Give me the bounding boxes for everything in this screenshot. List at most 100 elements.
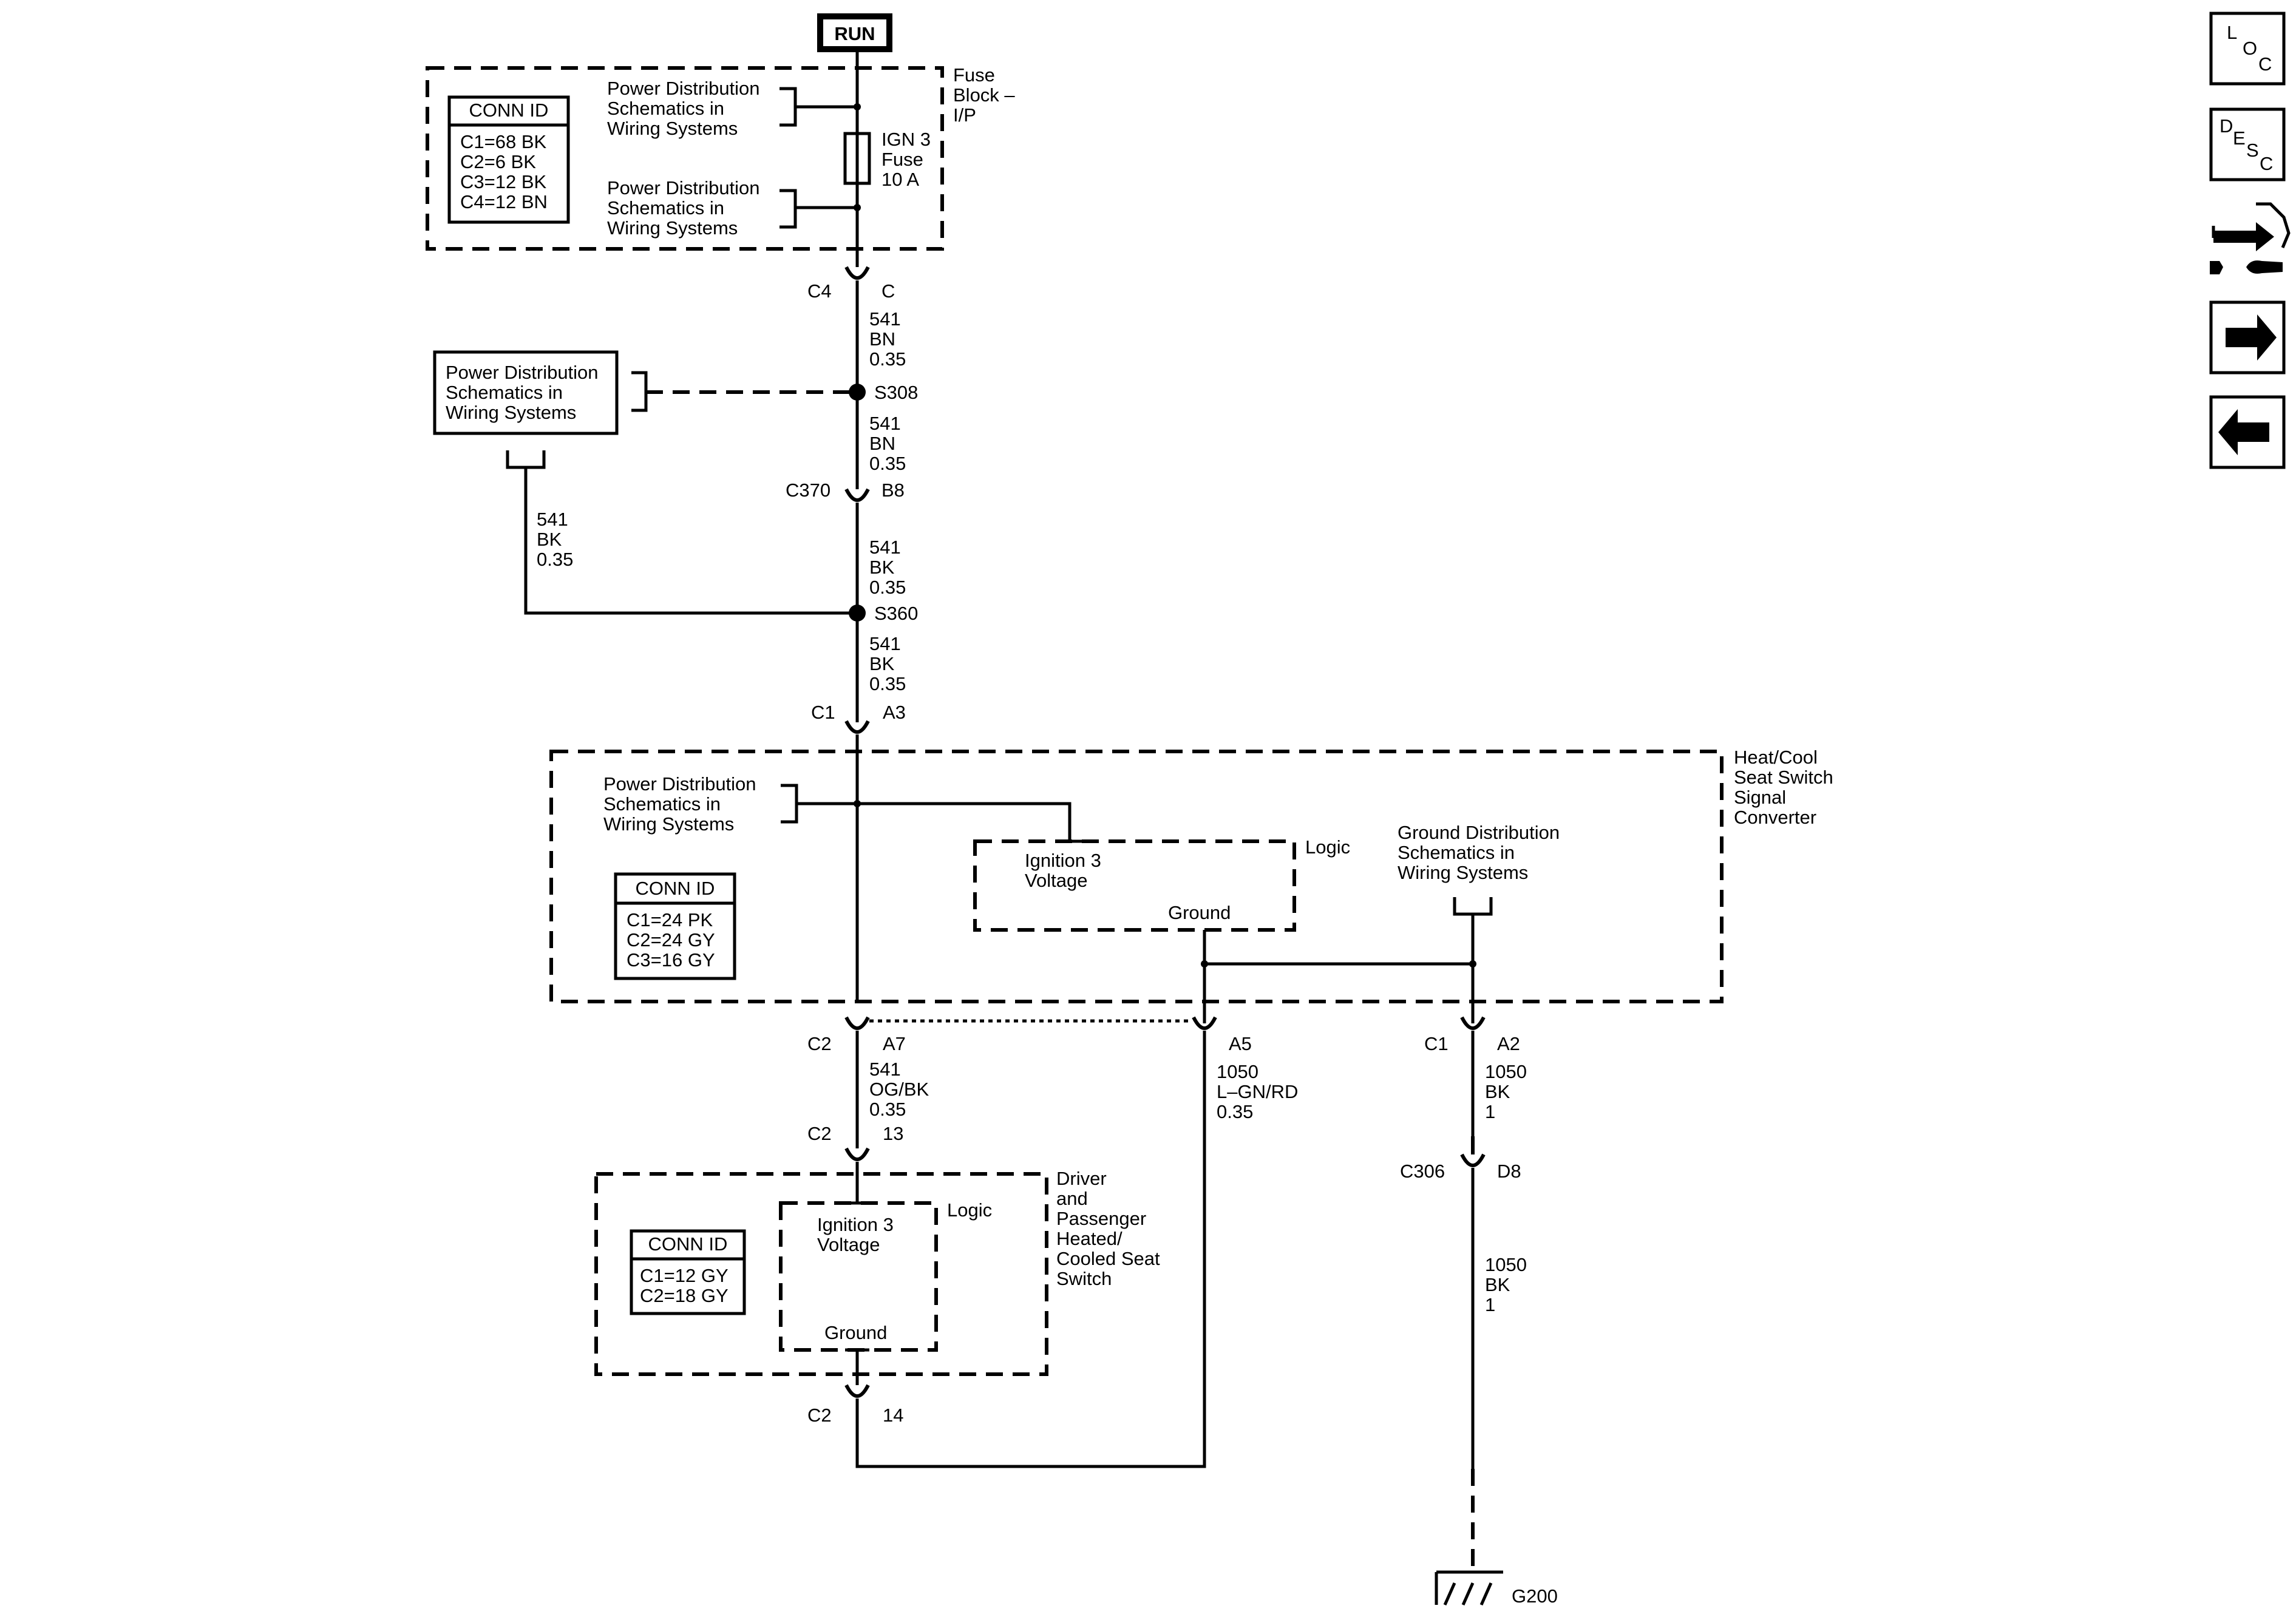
connector-c306-name: C306 xyxy=(1400,1161,1445,1182)
wire-3-color: BK xyxy=(869,557,895,578)
seat-switch-ignition-2: Voltage xyxy=(817,1234,880,1255)
connector-c2-a7 xyxy=(844,1016,870,1030)
connector-c1-a2-name: C1 xyxy=(1424,1033,1449,1054)
signal-converter-label-1: Heat/Cool xyxy=(1734,747,1818,768)
previous-arrow-icon[interactable] xyxy=(2209,395,2286,469)
power-ref-box-line-1: Power Distribution xyxy=(446,362,599,383)
wire-2-size: 0.35 xyxy=(869,453,906,474)
wire-3-size: 0.35 xyxy=(869,577,906,598)
signal-converter-label-3: Signal xyxy=(1734,787,1786,808)
seat-switch-conn-id-1: C1=12 GY xyxy=(640,1265,729,1286)
sc-ground-ref-1: Ground Distribution xyxy=(1398,822,1560,843)
connector-c2-13-pin: 13 xyxy=(883,1123,903,1144)
sc-conn-id-2: C2=24 GY xyxy=(627,929,715,951)
fuse-block-conn-id-title: CONN ID xyxy=(469,100,549,121)
fuse-power-ref-bottom-3: Wiring Systems xyxy=(607,217,738,239)
wire-7-color: BK xyxy=(1485,1081,1510,1102)
connector-c370-name: C370 xyxy=(786,480,830,501)
wire-1-size: 0.35 xyxy=(869,348,906,370)
fuse-label-2: Fuse xyxy=(881,149,923,170)
seat-switch-conn-id-2: C2=18 GY xyxy=(640,1285,729,1306)
connector-c1-a3-pin: A3 xyxy=(883,702,906,723)
wire-5-size: 0.35 xyxy=(869,1099,906,1120)
sc-logic-label: Logic xyxy=(1305,836,1350,858)
connector-tool-icon[interactable] xyxy=(2210,202,2291,274)
wire-1-circuit: 541 xyxy=(869,308,901,330)
seat-switch-ground-label: Ground xyxy=(824,1322,887,1343)
wire-left-circuit: 541 xyxy=(537,509,568,530)
connector-c1-a3-name: C1 xyxy=(811,702,835,723)
wire-7-size: 1 xyxy=(1485,1101,1495,1122)
sc-conn-id-title: CONN ID xyxy=(636,878,715,899)
wire-left-size: 0.35 xyxy=(537,549,573,570)
connector-c306 xyxy=(1460,1153,1486,1167)
splice-s360-label: S360 xyxy=(874,603,918,624)
fuse-power-ref-bottom-1: Power Distribution xyxy=(607,177,760,198)
fuse-conn-id-2: C2=6 BK xyxy=(460,151,536,172)
sc-logic-block xyxy=(973,839,1296,932)
seat-switch-label-4: Heated/ xyxy=(1056,1228,1123,1249)
loc-letter-o: O xyxy=(2243,38,2257,59)
seat-switch-border xyxy=(594,1172,1048,1376)
sc-conn-id-3: C3=16 GY xyxy=(627,949,715,971)
sc-conn-id-box xyxy=(614,872,736,980)
fuse-conn-id-3: C3=12 BK xyxy=(460,171,547,192)
description-button[interactable]: D E S C xyxy=(2209,107,2286,181)
wire-7-circuit: 1050 xyxy=(1485,1061,1527,1082)
wire-2-circuit: 541 xyxy=(869,413,901,434)
power-ref-box-line-3: Wiring Systems xyxy=(446,402,576,423)
sc-power-ref-3: Wiring Systems xyxy=(603,813,734,835)
power-ref-box-line-2: Schematics in xyxy=(446,382,563,403)
sc-power-ref-1: Power Distribution xyxy=(603,773,756,795)
next-arrow-icon[interactable] xyxy=(2209,300,2286,375)
location-button[interactable]: L O C xyxy=(2209,12,2286,86)
wire-1-color: BN xyxy=(869,328,895,350)
connector-c306-pin: D8 xyxy=(1497,1161,1521,1182)
wire-left-color: BK xyxy=(537,529,562,550)
signal-converter-label-4: Converter xyxy=(1734,807,1816,828)
seat-switch-logic-label: Logic xyxy=(947,1199,992,1221)
connector-c2-13-name: C2 xyxy=(807,1123,832,1144)
seat-switch-label-2: and xyxy=(1056,1188,1088,1209)
fuse-block-label-3: I/P xyxy=(953,104,976,126)
wire-5-circuit: 541 xyxy=(869,1059,901,1080)
seat-switch-ignition-1: Ignition 3 xyxy=(817,1214,894,1235)
connector-c4 xyxy=(844,266,870,280)
fuse-label-1: IGN 3 xyxy=(881,129,931,150)
wire-2-color: BN xyxy=(869,433,895,454)
fuse-power-ref-top-3: Wiring Systems xyxy=(607,118,738,139)
connector-c1-a2 xyxy=(1460,1016,1486,1030)
connector-c2-14 xyxy=(844,1384,870,1398)
sc-ground-label: Ground xyxy=(1168,902,1231,923)
ground-g200-symbol xyxy=(1435,1570,1503,1606)
desc-letter-s: S xyxy=(2246,140,2259,161)
sc-ignition-label-1: Ignition 3 xyxy=(1025,850,1101,871)
connector-c1-a3 xyxy=(844,720,870,734)
wire-8-size: 1 xyxy=(1485,1294,1495,1315)
signal-converter-border xyxy=(549,750,1724,1003)
fuse-block-border xyxy=(426,66,944,251)
power-distribution-ref-box xyxy=(433,350,619,435)
seat-switch-conn-id-title: CONN ID xyxy=(648,1233,728,1255)
sc-power-ref-2: Schematics in xyxy=(603,793,721,815)
fuse-block-label-2: Block – xyxy=(953,84,1015,106)
loc-letter-c: C xyxy=(2258,53,2272,75)
wire-8-color: BK xyxy=(1485,1274,1510,1295)
ground-g200-label: G200 xyxy=(1512,1585,1558,1607)
seat-switch-label-6: Switch xyxy=(1056,1268,1112,1289)
splice-s360 xyxy=(849,605,866,622)
fuse-block-label-1: Fuse xyxy=(953,64,995,86)
connector-c1-a2-pin: A2 xyxy=(1497,1033,1520,1054)
desc-letter-d: D xyxy=(2220,115,2233,137)
wire-6-circuit: 1050 xyxy=(1217,1061,1258,1082)
wire-5-color: OG/BK xyxy=(869,1079,929,1100)
connector-c370-pin: B8 xyxy=(881,480,905,501)
sc-conn-id-1: C1=24 PK xyxy=(627,909,713,931)
seat-switch-label-5: Cooled Seat xyxy=(1056,1248,1160,1269)
sc-ground-ref-2: Schematics in xyxy=(1398,842,1515,863)
connector-c2-a7-name: C2 xyxy=(807,1033,832,1054)
connector-c2-13 xyxy=(844,1147,870,1161)
connector-c2-a7-pin: A7 xyxy=(883,1033,906,1054)
splice-s308-label: S308 xyxy=(874,382,918,403)
fuse-power-ref-top-2: Schematics in xyxy=(607,98,724,119)
